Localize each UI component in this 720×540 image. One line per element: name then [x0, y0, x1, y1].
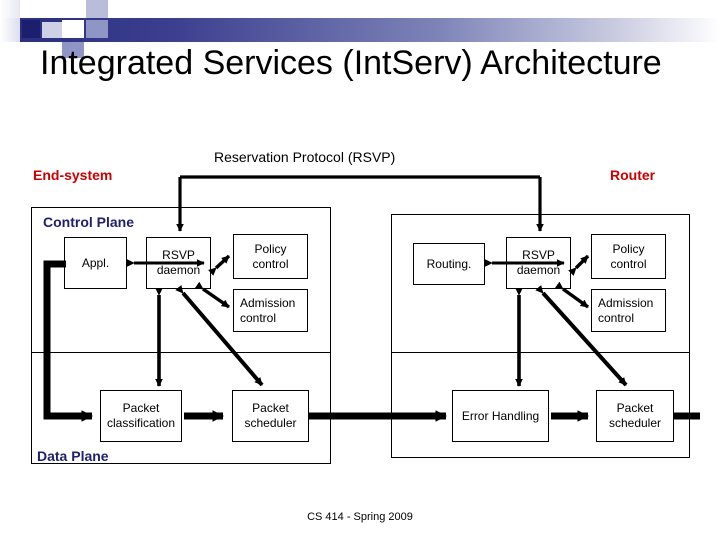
router-plane-divider: [391, 352, 690, 353]
box-end-system-rsvp-daemon: RSVP daemon: [146, 237, 211, 289]
box-end-system-admission-control: Admission control: [233, 289, 308, 332]
header-gradient-bar: [20, 18, 720, 42]
box-router-rsvp-daemon: RSVP daemon: [506, 237, 571, 289]
box-router-packet-scheduler: Packet scheduler: [596, 390, 674, 442]
deco-square-9: [62, 42, 84, 58]
deco-square-7: [86, 20, 108, 38]
slide-title: Integrated Services (IntServ) Architectu…: [40, 44, 662, 82]
end-system-label: End-system: [33, 167, 113, 183]
deco-square-navy: [22, 20, 40, 38]
deco-square-8: [42, 42, 62, 58]
box-end-system-packet-scheduler: Packet scheduler: [232, 390, 309, 442]
deco-white-mask: [0, 58, 720, 64]
box-end-system-appl: Appl.: [64, 237, 127, 289]
deco-square-3: [0, 18, 20, 42]
reservation-protocol-label: Reservation Protocol (RSVP): [214, 149, 396, 165]
box-end-system-policy-control: Policy control: [233, 234, 308, 279]
deco-square-6: [62, 20, 84, 38]
box-router-error-handling: Error Handling: [452, 390, 549, 442]
deco-square-5: [86, 0, 108, 18]
deco-square-2: [20, 0, 40, 18]
data-plane-label: Data Plane: [37, 448, 109, 464]
box-router-routing: Routing.: [413, 243, 485, 285]
control-plane-label: Control Plane: [43, 214, 135, 230]
deco-square-1: [0, 0, 20, 18]
box-router-admission-control: Admission control: [591, 289, 666, 332]
deco-square-10: [42, 22, 62, 38]
box-end-system-packet-classification: Packet classification: [100, 390, 182, 442]
router-label: Router: [610, 167, 656, 183]
box-router-policy-control: Policy control: [591, 234, 666, 279]
end-system-plane-divider: [31, 352, 331, 353]
slide-footer: CS 414 - Spring 2009: [307, 511, 413, 523]
deco-square-4: [60, 0, 82, 18]
